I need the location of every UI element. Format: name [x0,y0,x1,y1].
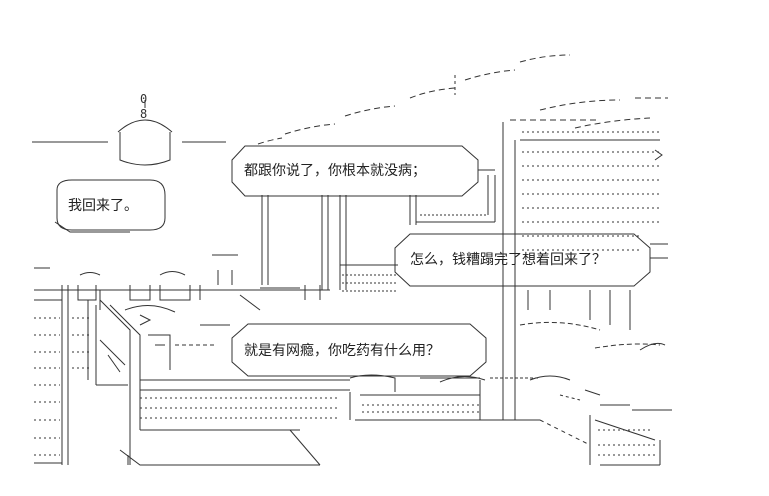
bubble-what-now [394,233,651,287]
bubble-returned [54,179,166,233]
cabinet-left [34,267,330,465]
door-frame [261,175,496,292]
speech-told-you: 都跟你说了，你根本就没病； [244,163,426,179]
lamp [32,100,226,166]
building-right [502,122,668,420]
bubble-told-you [231,145,495,197]
bubble-addicted [231,323,487,377]
speech-what-now: 怎么，钱糟蹋完了想着回来了？ [410,252,606,268]
speech-returned: 我回来了。 [68,198,138,214]
figure-mark-top: 0 [140,92,148,106]
figure-mark-bottom: 8 [140,107,148,121]
roof-lines [257,54,668,145]
speech-addicted: 就是有网瘾，你吃药有什么用？ [244,343,440,359]
counter [140,374,672,466]
table [99,254,350,466]
